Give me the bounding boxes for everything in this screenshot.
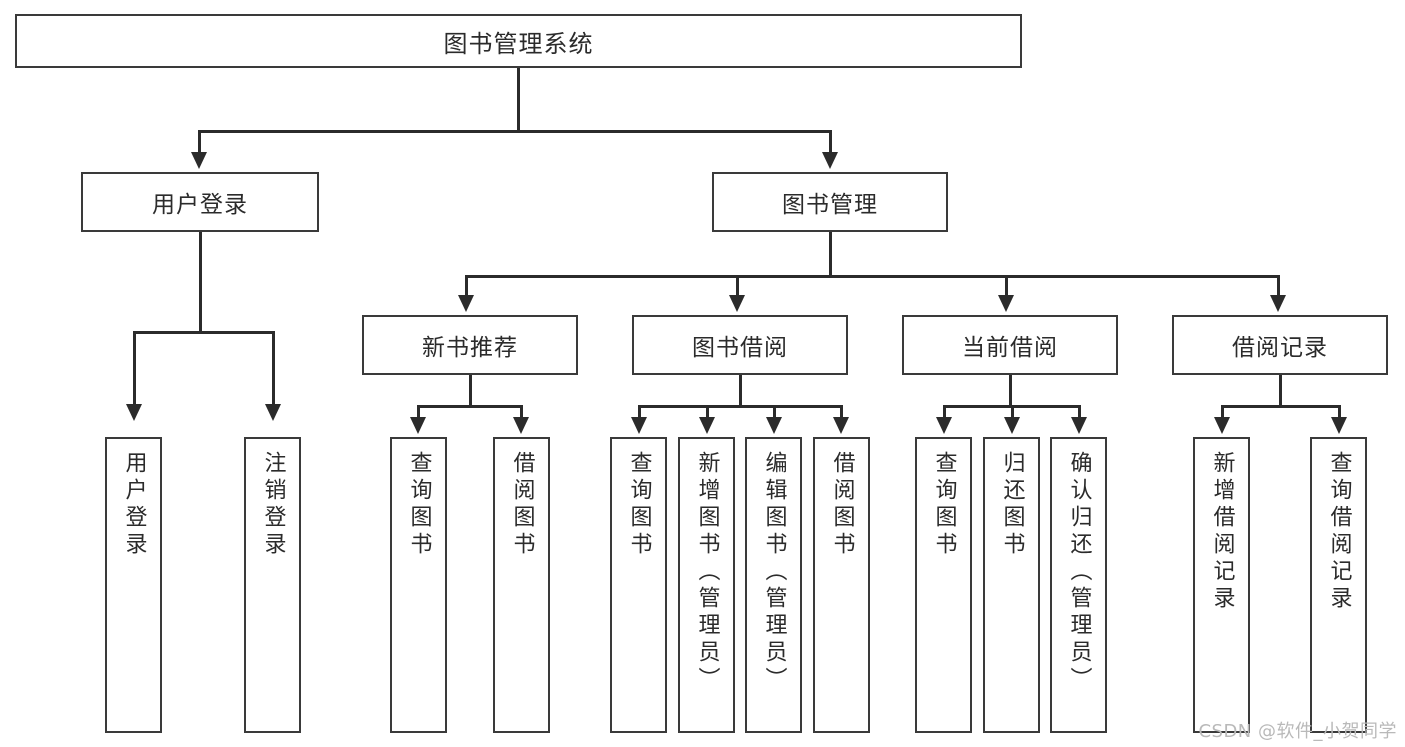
connector-recommend-drop-2	[520, 405, 523, 419]
csdn-watermark: CSDN @软件_小贺同学	[1198, 721, 1397, 742]
connector-bookborrow-drop-2	[706, 405, 709, 419]
arrow-to-leaf-borrow-book-2	[833, 417, 849, 434]
node-book-borrow[interactable]: 图书借阅	[632, 315, 848, 375]
leaf-user-login[interactable]: 用户登录	[105, 437, 162, 733]
node-label: 新书推荐	[422, 335, 518, 361]
connector-bookborrow-stem	[739, 375, 742, 407]
connector-root-stem	[517, 68, 520, 132]
connector-level3-bar	[465, 275, 1280, 278]
connector-borrowrecord-drop-1	[1221, 405, 1224, 419]
node-label: 查询图书	[931, 451, 957, 559]
connector-borrowrecord-stem	[1279, 375, 1282, 407]
connector-borrowrecord-drop-2	[1338, 405, 1341, 419]
node-new-book-recommend[interactable]: 新书推荐	[362, 315, 578, 375]
node-label: 新增借阅记录	[1209, 451, 1235, 613]
node-user-login[interactable]: 用户登录	[81, 172, 319, 232]
connector-bookborrow-drop-1	[638, 405, 641, 419]
arrow-to-leaf-query-book-1	[410, 417, 426, 434]
connector-recommend-drop-1	[417, 405, 420, 419]
node-label: 图书借阅	[692, 335, 788, 361]
arrow-to-leaf-query-record	[1331, 417, 1347, 434]
connector-level2-drop-book	[829, 130, 832, 154]
arrow-to-current-borrow	[998, 295, 1014, 312]
connector-level3-drop-4	[1277, 275, 1280, 297]
connector-recommend-bar	[417, 405, 522, 408]
connector-currentborrow-stem	[1009, 375, 1012, 407]
node-label: 查询图书	[406, 451, 432, 559]
leaf-return-book[interactable]: 归还图书	[983, 437, 1040, 733]
leaf-query-book-current[interactable]: 查询图书	[915, 437, 972, 733]
node-label: 当前借阅	[962, 335, 1058, 361]
connector-user-login-drop-2	[272, 331, 275, 406]
arrow-to-leaf-logout	[265, 404, 281, 421]
node-label: 图书管理系统	[443, 29, 594, 58]
connector-currentborrow-drop-2	[1011, 405, 1014, 419]
arrow-to-borrow-record	[1270, 295, 1286, 312]
connector-bookborrow-drop-3	[773, 405, 776, 419]
leaf-add-borrow-record[interactable]: 新增借阅记录	[1193, 437, 1250, 733]
leaf-query-book-recommend[interactable]: 查询图书	[390, 437, 447, 733]
arrow-to-user-login	[191, 152, 207, 169]
node-label: 用户登录	[121, 451, 147, 559]
node-label: 新增图书（管理员）	[694, 451, 720, 694]
node-label: 查询借阅记录	[1326, 451, 1352, 613]
leaf-logout[interactable]: 注销登录	[244, 437, 301, 733]
node-label: 编辑图书（管理员）	[761, 451, 787, 694]
arrow-to-book-borrow	[729, 295, 745, 312]
connector-level2-drop-user	[198, 130, 201, 154]
leaf-borrow-book-recommend[interactable]: 借阅图书	[493, 437, 550, 733]
arrow-to-leaf-query-book-3	[936, 417, 952, 434]
connector-book-manage-stem	[829, 232, 832, 277]
node-label: 借阅图书	[829, 451, 855, 559]
node-label: 用户登录	[152, 192, 248, 218]
connector-borrowrecord-bar	[1221, 405, 1340, 408]
arrow-to-leaf-query-book-2	[631, 417, 647, 434]
arrow-to-leaf-confirm-return	[1071, 417, 1087, 434]
node-label: 查询图书	[626, 451, 652, 559]
arrow-to-book-manage	[822, 152, 838, 169]
node-label: 归还图书	[999, 451, 1025, 559]
node-label: 借阅图书	[509, 451, 535, 559]
connector-user-login-stem	[199, 232, 202, 333]
node-label: 确认归还（管理员）	[1066, 451, 1092, 694]
connector-bookborrow-bar	[638, 405, 842, 408]
connector-level2-bar	[198, 130, 831, 133]
arrow-to-leaf-return-book	[1004, 417, 1020, 434]
node-book-manage[interactable]: 图书管理	[712, 172, 948, 232]
leaf-add-book-admin[interactable]: 新增图书（管理员）	[678, 437, 735, 733]
arrow-to-leaf-edit-book	[766, 417, 782, 434]
arrow-to-leaf-add-book	[699, 417, 715, 434]
node-root-system[interactable]: 图书管理系统	[15, 14, 1022, 68]
connector-level3-drop-2	[736, 275, 739, 297]
node-current-borrow[interactable]: 当前借阅	[902, 315, 1118, 375]
node-label: 图书管理	[782, 192, 878, 218]
node-label: 借阅记录	[1232, 335, 1328, 361]
node-borrow-record[interactable]: 借阅记录	[1172, 315, 1388, 375]
leaf-borrow-book[interactable]: 借阅图书	[813, 437, 870, 733]
leaf-confirm-return-admin[interactable]: 确认归还（管理员）	[1050, 437, 1107, 733]
connector-level3-drop-1	[465, 275, 468, 297]
arrow-to-leaf-borrow-book-1	[513, 417, 529, 434]
leaf-query-borrow-record[interactable]: 查询借阅记录	[1310, 437, 1367, 733]
leaf-query-book-borrow[interactable]: 查询图书	[610, 437, 667, 733]
node-label: 注销登录	[260, 451, 286, 559]
arrow-to-leaf-add-record	[1214, 417, 1230, 434]
connector-currentborrow-drop-3	[1078, 405, 1081, 419]
connector-level3-drop-3	[1005, 275, 1008, 297]
arrow-to-new-book-recommend	[458, 295, 474, 312]
connector-user-login-bar	[133, 331, 274, 334]
leaf-edit-book-admin[interactable]: 编辑图书（管理员）	[745, 437, 802, 733]
arrow-to-leaf-user-login	[126, 404, 142, 421]
connector-bookborrow-drop-4	[840, 405, 843, 419]
connector-currentborrow-drop-1	[943, 405, 946, 419]
connector-user-login-drop-1	[133, 331, 136, 406]
connector-recommend-stem	[469, 375, 472, 407]
